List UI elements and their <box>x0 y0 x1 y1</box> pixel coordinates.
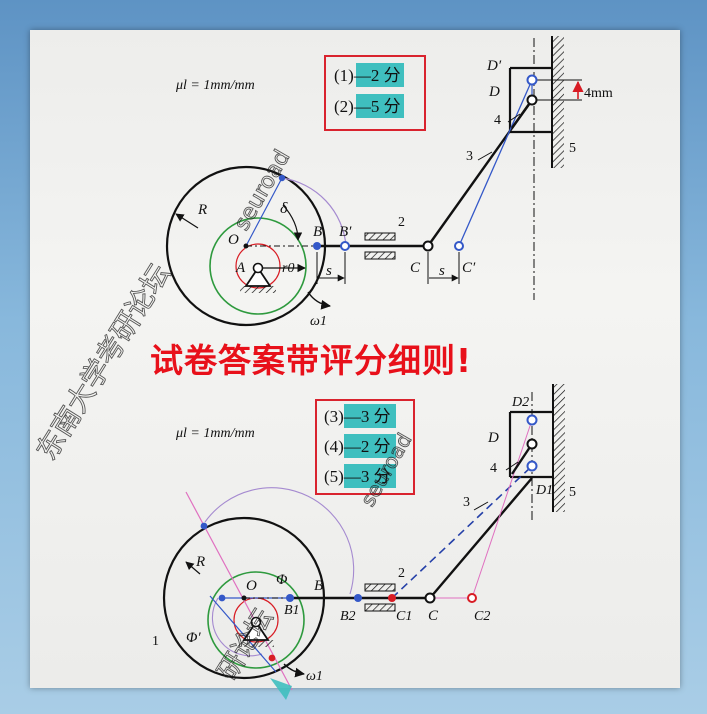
bottom-joint-C2 <box>467 593 477 603</box>
bottom-joint-B <box>286 594 294 602</box>
bottom-label-C: C <box>428 608 439 624</box>
bottom-score-3: (3)—3 分 <box>324 407 391 426</box>
top-label-r0: r0 <box>282 261 294 276</box>
top-label-link5: 5 <box>569 141 576 156</box>
bottom-label-link1: 1 <box>152 634 159 649</box>
top-frame-5 <box>508 36 564 300</box>
bottom-label-link2: 2 <box>398 566 405 581</box>
bottom-label-Phi-prime: Φ′ <box>186 630 201 646</box>
top-label-link4: 4 <box>494 113 501 128</box>
top-score-box: (1)—2 分 (2)—5 分 <box>324 55 426 131</box>
bottom-label-D: D <box>487 430 499 446</box>
bottom-label-link5: 5 <box>569 485 576 500</box>
bottom-label-C1: C1 <box>396 609 412 624</box>
bottom-diagram: μl = 1mm/mm (3)—3 分 (4)—2 分 (5)—3 分 <box>152 384 576 700</box>
watermark-seuroad-top: seuroad <box>230 146 296 235</box>
bottom-label-D2: D2 <box>511 395 529 410</box>
top-joints <box>243 74 538 252</box>
bottom-joint-C <box>424 592 436 604</box>
bottom-scale-label: μl = 1mm/mm <box>175 426 255 441</box>
bottom-score-5: (5)—3 分 <box>324 467 391 486</box>
bottom-label-Phi: Φ <box>276 572 288 588</box>
bottom-label-O: O <box>246 578 257 594</box>
bottom-joint-D <box>526 438 538 450</box>
top-label-link2: 2 <box>398 215 405 230</box>
bottom-label-B: B <box>314 578 323 594</box>
paper-sheet <box>30 30 680 688</box>
bottom-label-B2: B2 <box>340 609 356 624</box>
top-links <box>427 79 584 247</box>
bottom-joint-C1 <box>388 594 396 602</box>
top-joint-B-prime <box>340 241 350 251</box>
top-label-A: A <box>235 260 246 276</box>
answer-banner: 试卷答案带评分细则! <box>150 341 472 380</box>
top-label-D-prime: D′ <box>486 58 502 74</box>
top-joint-D <box>526 94 538 106</box>
top-label-s-left: s <box>326 263 332 279</box>
top-joint-C <box>422 240 434 252</box>
top-score-1: (1)—2 分 <box>334 66 401 85</box>
bottom-label-R: R <box>195 554 205 570</box>
top-label-C: C <box>410 260 421 276</box>
bottom-joint-B2 <box>354 594 362 602</box>
bottom-label-B1: B1 <box>284 603 300 618</box>
top-label-4mm: 4mm <box>584 86 613 101</box>
top-label-link3: 3 <box>466 149 473 164</box>
top-label-B-prime: B′ <box>339 224 352 240</box>
bottom-score-4: (4)—2 分 <box>324 437 391 456</box>
bottom-label-D1: D1 <box>535 483 553 498</box>
top-score-2: (2)—5 分 <box>334 97 401 116</box>
top-diagram: μl = 1mm/mm (1)—2 分 (2)—5 分 <box>165 36 613 329</box>
top-label-delta: δ <box>280 200 288 217</box>
bottom-label-omega: ω1 <box>306 669 323 684</box>
bottom-joints <box>286 414 538 604</box>
bottom-frame-5 <box>508 384 565 520</box>
bottom-label-C2: C2 <box>474 609 490 624</box>
top-label-R: R <box>197 202 207 218</box>
bottom-joint-D2 <box>526 414 538 426</box>
bottom-links <box>391 419 533 599</box>
top-slider-2 <box>316 232 460 284</box>
top-label-omega: ω1 <box>310 314 327 329</box>
top-label-s-right: s <box>439 263 445 279</box>
bottom-label-link4: 4 <box>490 461 497 476</box>
top-joint-B <box>313 242 321 250</box>
bottom-score-box: (3)—3 分 (4)—2 分 (5)—3 分 <box>315 399 415 495</box>
top-label-C-prime: C′ <box>462 260 476 276</box>
bottom-joint-D1 <box>526 460 538 472</box>
top-joint-D-prime <box>526 74 538 86</box>
bottom-cam <box>162 487 355 700</box>
top-label-D: D <box>488 84 500 100</box>
top-label-O: O <box>228 232 239 248</box>
top-joint-O <box>243 243 249 249</box>
top-joint-C-prime <box>454 241 464 251</box>
bottom-label-link3: 3 <box>463 495 470 510</box>
top-label-B: B <box>313 224 322 240</box>
top-scale-label: μl = 1mm/mm <box>175 78 255 93</box>
